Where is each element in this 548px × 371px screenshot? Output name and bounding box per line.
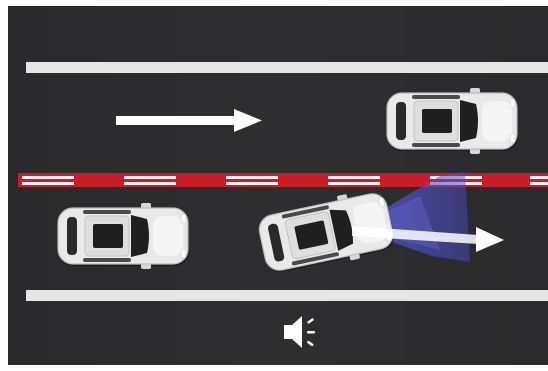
center-divider-line — [18, 173, 548, 187]
top-lane-line — [26, 62, 548, 73]
vehicle-lower-left — [58, 203, 189, 269]
bottom-lane-line — [26, 290, 548, 301]
vehicle-top-right — [387, 88, 518, 154]
